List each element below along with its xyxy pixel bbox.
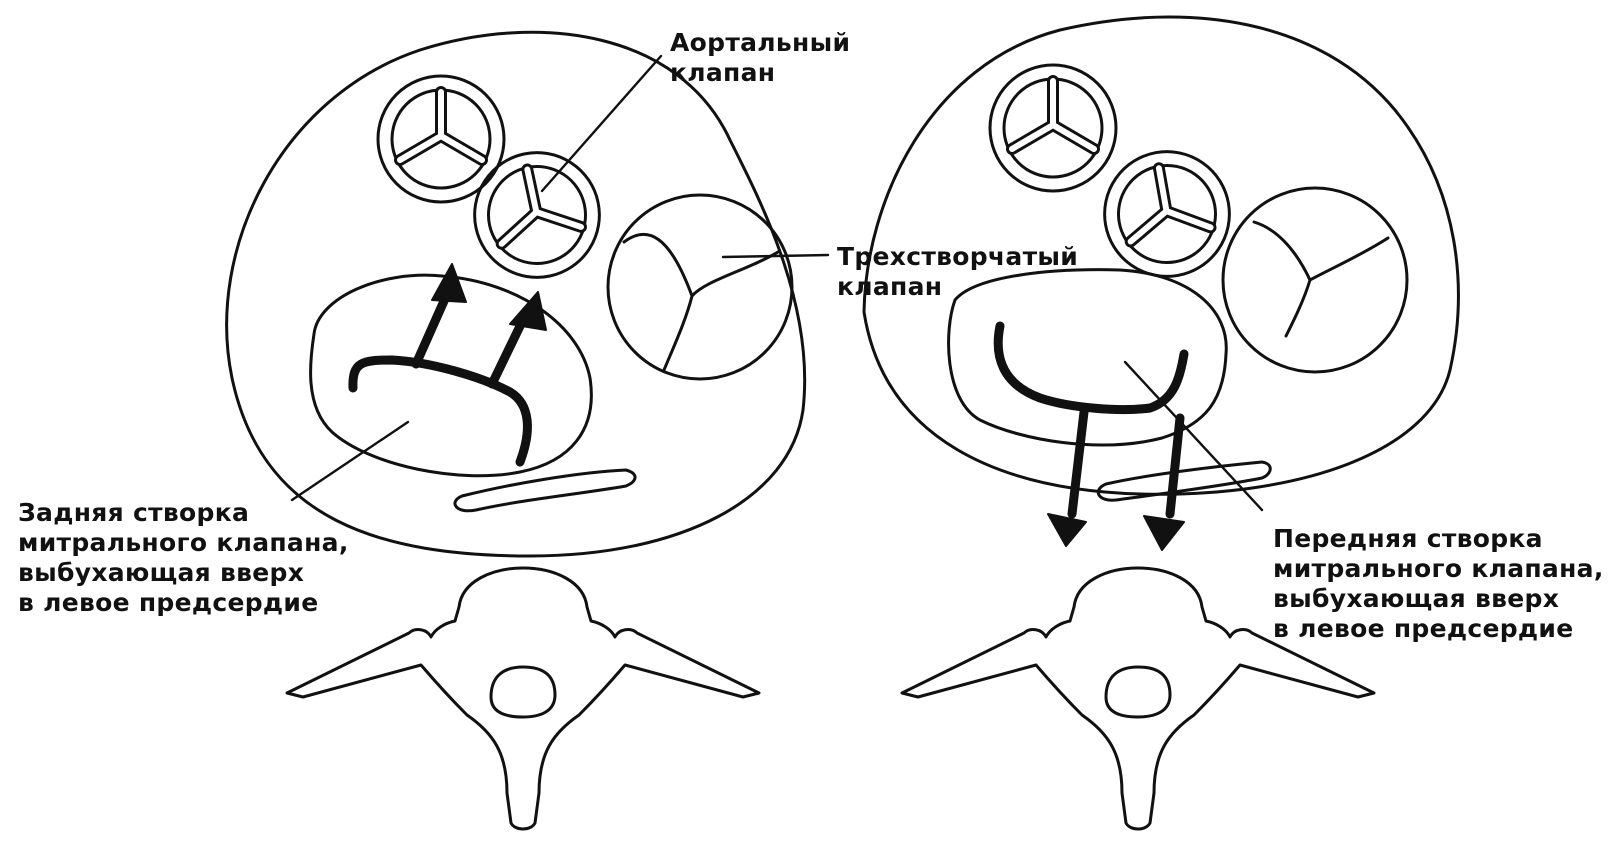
tricuspid-valve-label-line2: клапан	[837, 272, 943, 301]
right-heart-section	[862, 15, 1460, 831]
posterior-leaflet-label-line1: Задняя створка	[18, 498, 250, 527]
aortic-valve-label-line2: клапан	[670, 58, 776, 87]
left-heart-outline	[225, 30, 807, 558]
left-tricuspid-valve	[606, 193, 794, 381]
anterior-leaflet-label-line3: выбухающая вверх	[1273, 584, 1560, 613]
anterior-leaflet-label: Передняя створка митрального клапана, вы…	[1273, 524, 1604, 644]
posterior-leaflet-leader	[290, 420, 410, 502]
anterior-leaflet-label-line4: в левое предсердие	[1273, 614, 1574, 643]
left-mitral-valve	[309, 273, 593, 478]
right-downward-arrows	[1047, 407, 1185, 551]
leader-lines	[290, 54, 1264, 512]
posterior-leaflet-label-line2: митрального клапана,	[18, 528, 349, 557]
aortic-valve-label: Аортальный клапан	[670, 28, 850, 88]
anterior-leaflet-label-line1: Передняя створка	[1273, 524, 1543, 553]
right-coronary-sinus	[1096, 460, 1272, 502]
aortic-leader	[540, 54, 663, 193]
left-upward-arrows	[411, 263, 547, 389]
tricuspid-valve-label: Трехстворчатый клапан	[837, 242, 1078, 302]
posterior-leaflet-label: Задняя створка митрального клапана, выбу…	[18, 498, 349, 618]
left-heart-section	[225, 30, 807, 831]
left-vertebra	[285, 566, 761, 831]
right-mitral-valve	[947, 268, 1228, 447]
right-aortic-valve	[1095, 142, 1240, 287]
anterior-leaflet-label-line2: митрального клапана,	[1273, 554, 1604, 583]
right-tricuspid-valve	[1221, 186, 1409, 374]
right-pulmonary-valve	[990, 65, 1116, 191]
posterior-leaflet-label-line4: в левое предсердие	[18, 588, 319, 617]
aortic-valve-label-line1: Аортальный	[670, 28, 851, 57]
tricuspid-valve-label-line1: Трехстворчатый	[837, 242, 1079, 271]
left-coronary-sinus	[453, 468, 637, 513]
posterior-leaflet-label-line3: выбухающая вверх	[18, 558, 305, 587]
tricuspid-leader	[721, 253, 830, 259]
anterior-leaflet-leader	[1123, 360, 1264, 512]
